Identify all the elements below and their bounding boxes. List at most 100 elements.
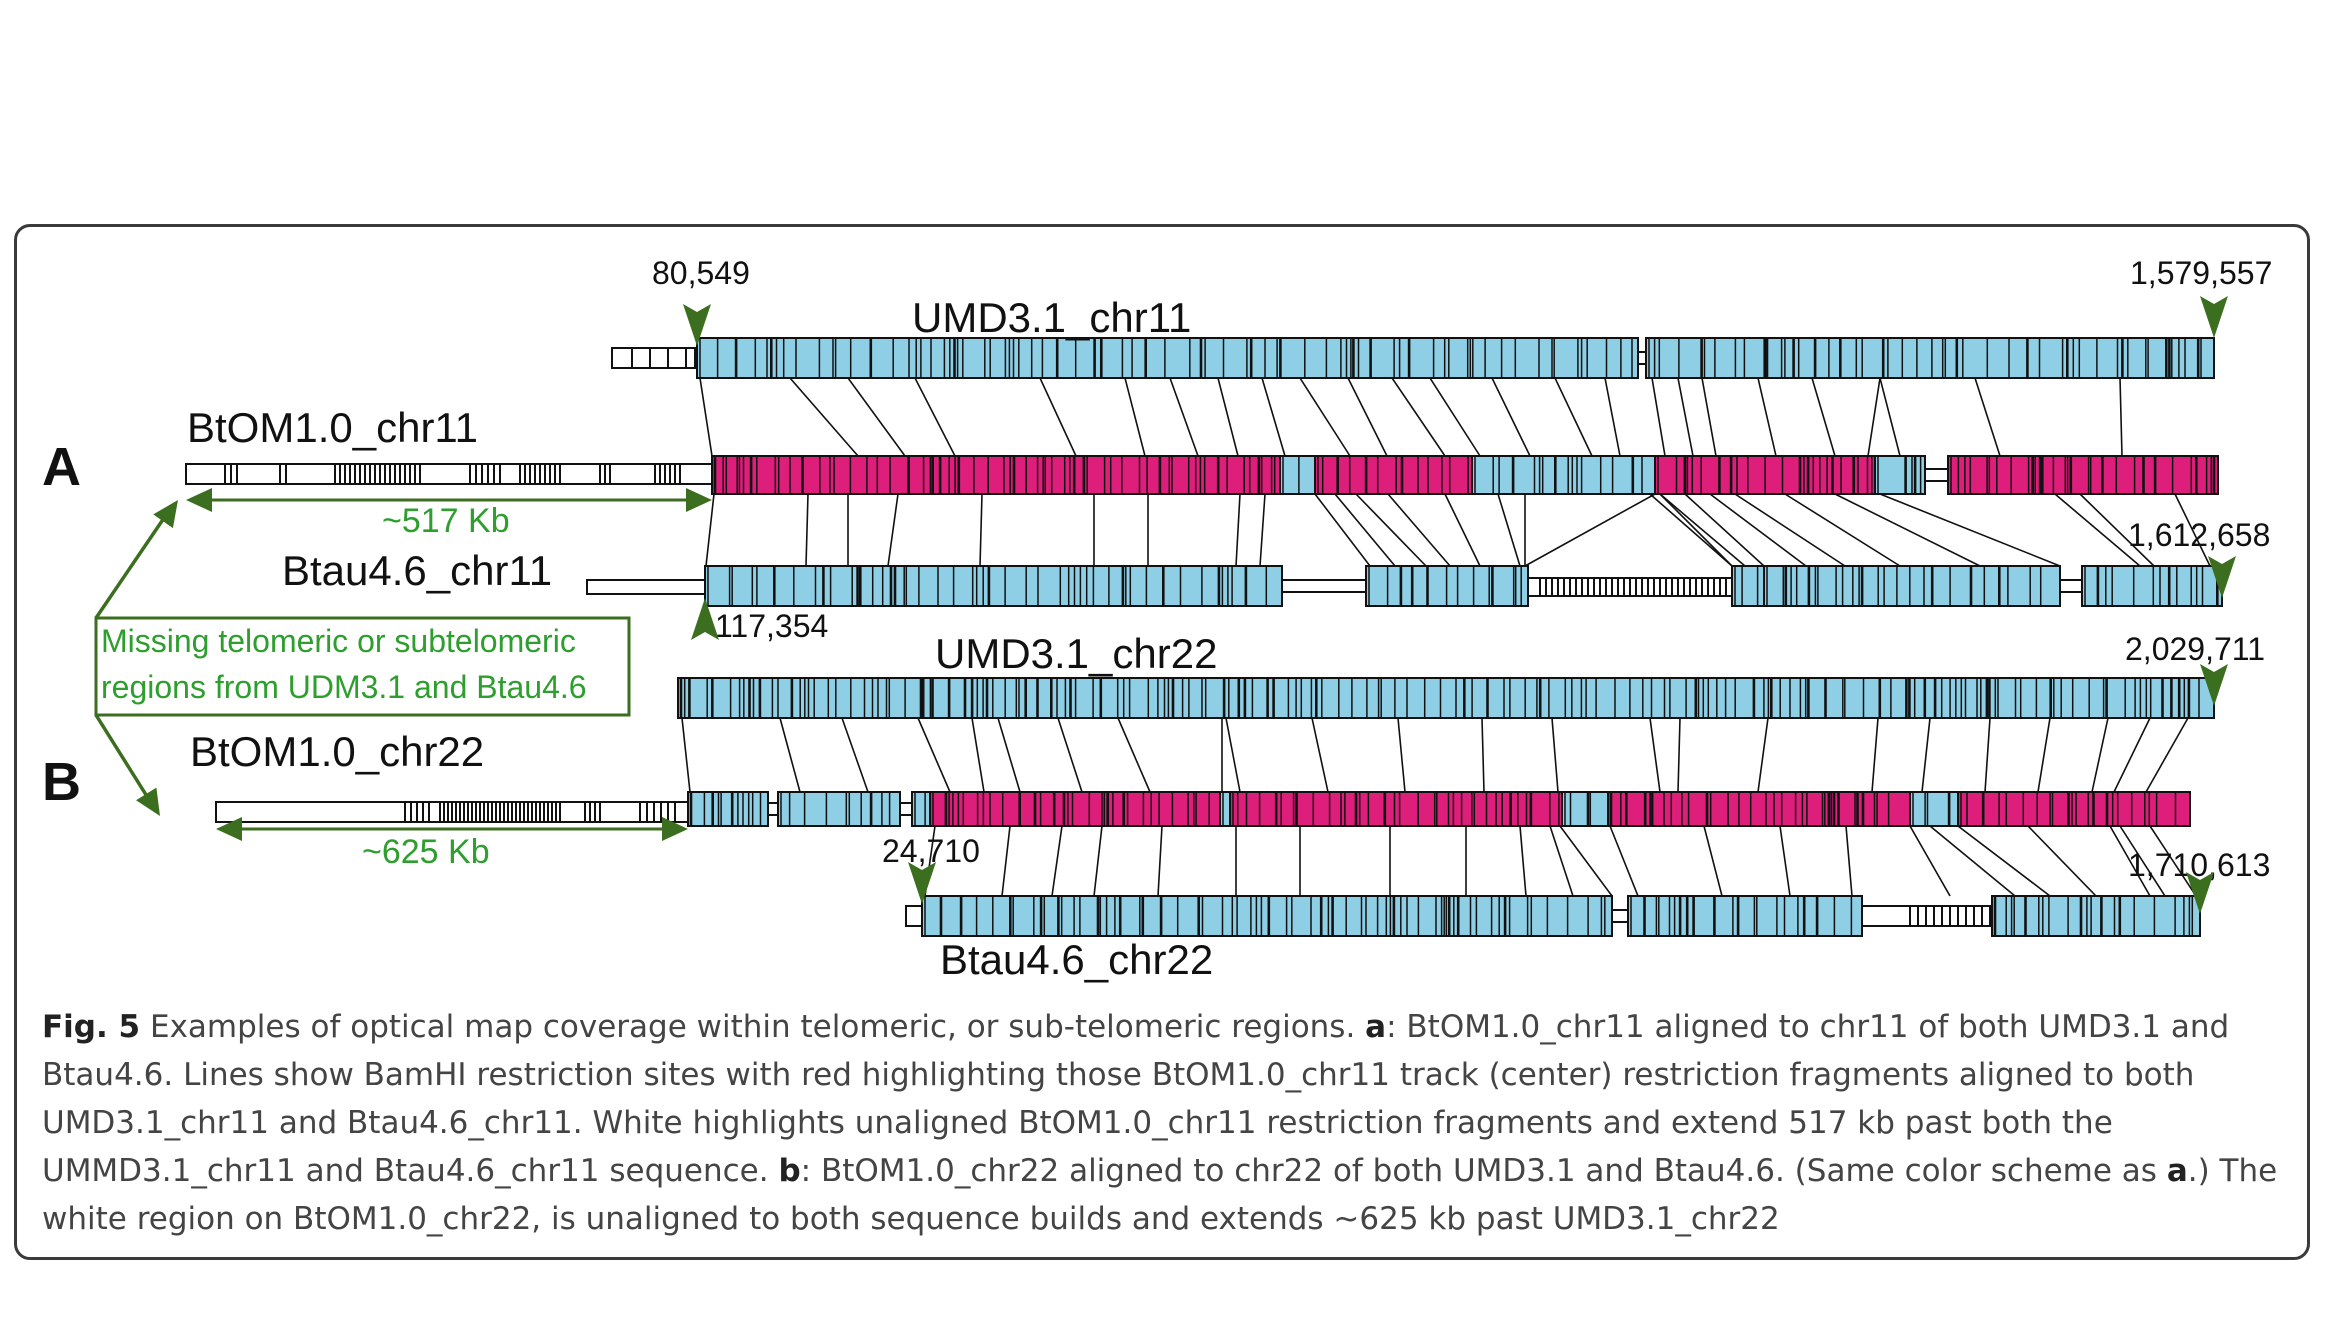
marker-btau-chr11-end <box>2208 556 2236 598</box>
btau-chr11-start-coord: 117,354 <box>715 608 828 644</box>
umd-btom-chr11-link <box>1604 377 1621 457</box>
btom-chr22-fragment <box>1219 791 1231 827</box>
btom-chr11-unaligned-telomere <box>185 463 713 485</box>
caption-text-2: : BtOM1.0_chr11 aligned to chr11 of both… <box>42 1009 2230 1189</box>
umd-btom-chr22-link <box>2037 717 2051 793</box>
umd-btom-chr11-link <box>1554 377 1593 457</box>
marker-btau-chr11-start <box>691 598 719 640</box>
umd-btom-chr11-link <box>1811 377 1836 457</box>
note-arrow-b <box>94 714 150 799</box>
umd-chr11-label: UMD3.1_chr11 <box>912 294 1191 341</box>
caption-b-label: b <box>778 1153 801 1189</box>
btom-btau-chr22-link <box>1845 825 1853 897</box>
map-tracks <box>185 337 2223 937</box>
btom-btau-chr11-link <box>979 493 983 567</box>
unaligned-span-b-arrow-head-right <box>662 817 688 841</box>
unaligned-span-a-arrow-head-right <box>686 488 712 512</box>
btom-btau-chr11-link <box>1879 493 2061 567</box>
btau-chr11-track <box>1731 565 1765 607</box>
marker-btau-chr22-start <box>908 862 936 904</box>
note-box <box>94 616 631 717</box>
btom-btau-chr22-link <box>1779 825 1791 897</box>
btom-btau-chr22-link <box>2149 825 2197 897</box>
umd-btom-chr22-link <box>2091 717 2109 793</box>
note-arrow-a <box>94 517 166 619</box>
alignment-connectors <box>681 377 2211 897</box>
btom-btau-chr11-link <box>1355 493 1427 567</box>
umd-btom-chr11-link <box>699 377 713 457</box>
btom-chr11-label: BtOM1.0_chr11 <box>187 404 478 451</box>
btom-chr11-aligned-fragments <box>711 455 1281 495</box>
umd-chr22-track <box>677 677 2215 719</box>
btau-chr22-label: Btau4.6_chr22 <box>940 936 1213 983</box>
btom-btau-chr22-link <box>1549 825 1574 897</box>
marker-umd-chr11-end <box>2200 296 2228 338</box>
unaligned-span-b-arrow-head-left <box>216 817 242 841</box>
btom-btau-chr11-link <box>2174 493 2211 567</box>
btom-btau-chr22-link <box>1001 825 1011 897</box>
btom-btau-chr22-link <box>1051 825 1063 897</box>
umd-btom-chr22-link <box>1757 717 1769 793</box>
btom-btau-chr22-link <box>1093 825 1103 897</box>
umd-btom-chr22-link <box>1397 717 1406 793</box>
btom-btau-chr11-link <box>1649 493 1733 567</box>
btom-btau-chr22-link <box>2027 825 2097 897</box>
btom-btau-chr11-link <box>1659 493 1746 567</box>
caption-text-3: : BtOM1.0_chr22 aligned to chr22 of both… <box>800 1153 2167 1189</box>
umd-chr11-unaligned-end <box>611 347 696 369</box>
caption-text-4: .) The white region on BtOM1.0_chr22, is… <box>42 1153 2278 1237</box>
marker-umd-chr11-start <box>683 304 711 346</box>
umd-btom-chr22-link <box>2145 717 2189 793</box>
btau-chr11-end-coord: 1,612,658 <box>2128 517 2270 553</box>
umd-btom-chr11-link <box>1701 377 1717 457</box>
btom-btau-chr22-link <box>1157 825 1163 897</box>
btau-chr22-unaligned-end <box>905 905 923 927</box>
panel-a-label: A <box>42 437 81 497</box>
umd-btom-chr22-link <box>1921 717 1931 793</box>
btom-btau-chr11-link <box>2079 493 2155 567</box>
btom-btau-chr11-link <box>705 493 715 567</box>
btom-chr22-label: BtOM1.0_chr22 <box>190 728 484 775</box>
btom-chr11-fragment <box>1279 455 1316 495</box>
btau-chr22-end-coord: 1,710,613 <box>2128 847 2270 883</box>
btom-btau-chr11-link <box>1709 493 1807 567</box>
btau-chr11-track <box>2081 565 2223 607</box>
btom-chr11-fragment <box>1874 455 1926 495</box>
umd-btom-chr11-link <box>1261 377 1286 457</box>
caption-fig-label: Fig. 5 <box>42 1009 141 1045</box>
umd-btom-chr11-link <box>847 377 906 457</box>
umd-btom-chr11-link <box>1879 377 1901 457</box>
note-arrow-b-head <box>136 787 160 816</box>
umd-btom-chr11-link <box>1757 377 1777 457</box>
umd-btom-chr22-link <box>841 717 869 793</box>
btom-btau-chr11-link <box>1334 493 1396 567</box>
btom-btau-chr11-link <box>1235 493 1241 567</box>
btau-chr11-unaligned-end <box>586 579 706 595</box>
umd-btom-chr22-link <box>681 717 691 793</box>
figure-caption: Fig. 5 Examples of optical map coverage … <box>42 1003 2292 1243</box>
umd-btom-chr11-link <box>1299 377 1351 457</box>
btau-chr22-start-coord: 24,710 <box>882 833 980 869</box>
umd-btom-chr22-link <box>1551 717 1559 793</box>
btom-chr22-aligned-fragments <box>929 791 1221 827</box>
unaligned-span-a-arrow-head-left <box>186 488 212 512</box>
btom-btau-chr11-link <box>805 493 809 567</box>
btom-btau-chr11-link <box>1784 493 1901 567</box>
umd-btom-chr22-link <box>2113 717 2151 793</box>
umd-chr11-start-coord: 80,549 <box>652 255 750 291</box>
umd-btom-chr11-link <box>1217 377 1239 457</box>
btau-chr11-track <box>1763 565 2061 607</box>
coordinate-markers <box>683 296 2236 914</box>
unaligned-span-b-label: ~625 Kb <box>362 833 490 871</box>
umd-btom-chr11-link <box>1124 377 1146 457</box>
btom-btau-chr22-link <box>2109 825 2151 897</box>
unaligned-span-a-label: ~517 Kb <box>382 502 510 540</box>
panel-b-label: B <box>42 752 81 812</box>
umd-btom-chr11-link <box>1974 377 2001 457</box>
umd-btom-chr22-link <box>997 717 1021 793</box>
btom-chr22-fragment <box>687 791 769 827</box>
umd-btom-chr11-link <box>1039 377 1077 457</box>
umd-btom-chr22-link <box>1677 717 1681 793</box>
btom-btau-chr22-link <box>1559 825 1613 897</box>
caption-a-label: a <box>1365 1009 1387 1045</box>
